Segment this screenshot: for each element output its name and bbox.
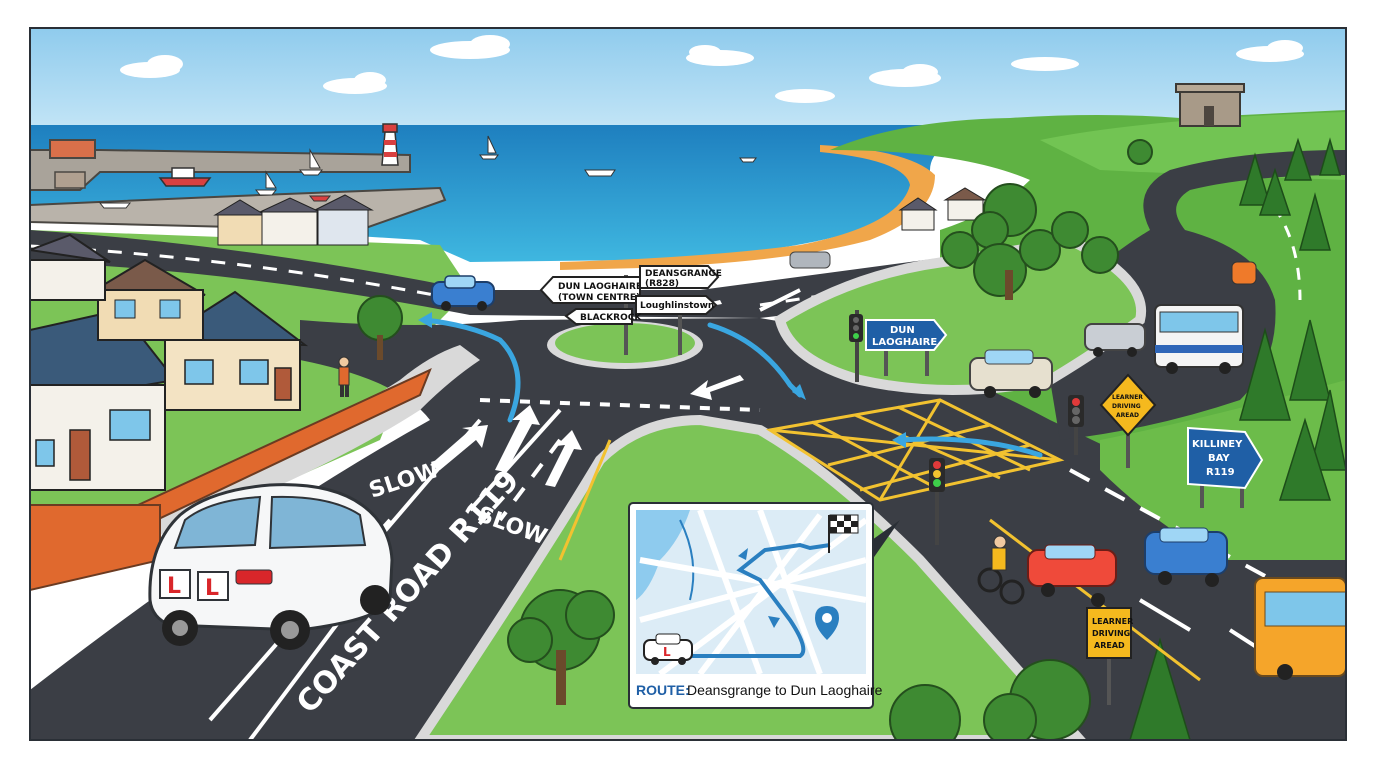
learner-bottom-line3: AREAD (1094, 641, 1125, 650)
sign-loughlinstown: Loughlinstown (640, 301, 714, 311)
illustration-frame (29, 27, 1347, 741)
blue-car-top (431, 275, 495, 311)
blue-sign-line2: LAOGHAIRE (872, 337, 937, 348)
trees (357, 137, 1346, 740)
cyclist (977, 535, 1025, 605)
learner-car: L L (148, 483, 394, 650)
learner-plate-right: L (205, 576, 219, 601)
map-car-plate: L (663, 645, 671, 659)
dun-laoghaire-direction-sign: DUN LAOGHAIRE (865, 319, 948, 376)
blue-sign-line1: DUN (890, 325, 915, 336)
sign-dun-laoghaire-line2: (TOWN CENTRE) (558, 293, 640, 303)
learner-top-line3: AREAD (1116, 412, 1139, 419)
pedestrian (338, 356, 350, 397)
learner-top-line2: DRIVING (1112, 403, 1141, 410)
killiney-bay-sign: KILLINEY BAY R119 (1187, 426, 1264, 508)
map-route-line (690, 542, 831, 658)
finish-flag-icon (828, 514, 859, 553)
route-path (422, 317, 1043, 458)
sign-blackrock: BLACKROCK (580, 313, 642, 323)
beach (560, 145, 935, 270)
houses (30, 187, 987, 491)
route-map-inset: L ROUTE: Deansgrange to Dun Laoghaire (628, 502, 900, 709)
martello-tower (1175, 83, 1245, 127)
fingerpost-sign: DUN LAOGHAIRE (TOWN CENTRE) DEANSGRANGE … (539, 265, 722, 355)
footpath-wall (30, 345, 480, 592)
killiney-line2: BAY (1208, 453, 1230, 464)
route-text: Deansgrange to Dun Laoghaire (687, 682, 883, 698)
learner-top-line1: LEARNER (1112, 394, 1143, 401)
killiney-line1: KILLINEY (1192, 439, 1243, 450)
killiney-line3: R119 (1206, 467, 1235, 478)
learner-area-sign-bottom: LEARNER DRIVING AREAD (1086, 607, 1133, 705)
boats (98, 135, 757, 209)
map-streets (639, 508, 868, 677)
map-pin-icon (815, 606, 839, 640)
clouds (120, 35, 1304, 103)
vehicles (431, 251, 1346, 680)
learner-plate-left: L (167, 574, 181, 599)
sign-deansgrange-line1: DEANSGRANGE (645, 269, 722, 279)
sign-deansgrange-line2: (R828) (645, 279, 679, 289)
route-label: ROUTE: (636, 682, 690, 698)
map-car-icon: L (643, 633, 693, 665)
learner-bottom-line1: LEARNER (1092, 617, 1133, 626)
traffic-lights (849, 310, 1084, 545)
learner-area-sign-top: LEARNER DRIVING AREAD (1099, 373, 1157, 468)
learner-bottom-line2: DRIVING (1092, 629, 1130, 638)
lighthouse (381, 123, 399, 166)
sign-dun-laoghaire-line1: DUN LAOGHAIRE (558, 282, 642, 292)
